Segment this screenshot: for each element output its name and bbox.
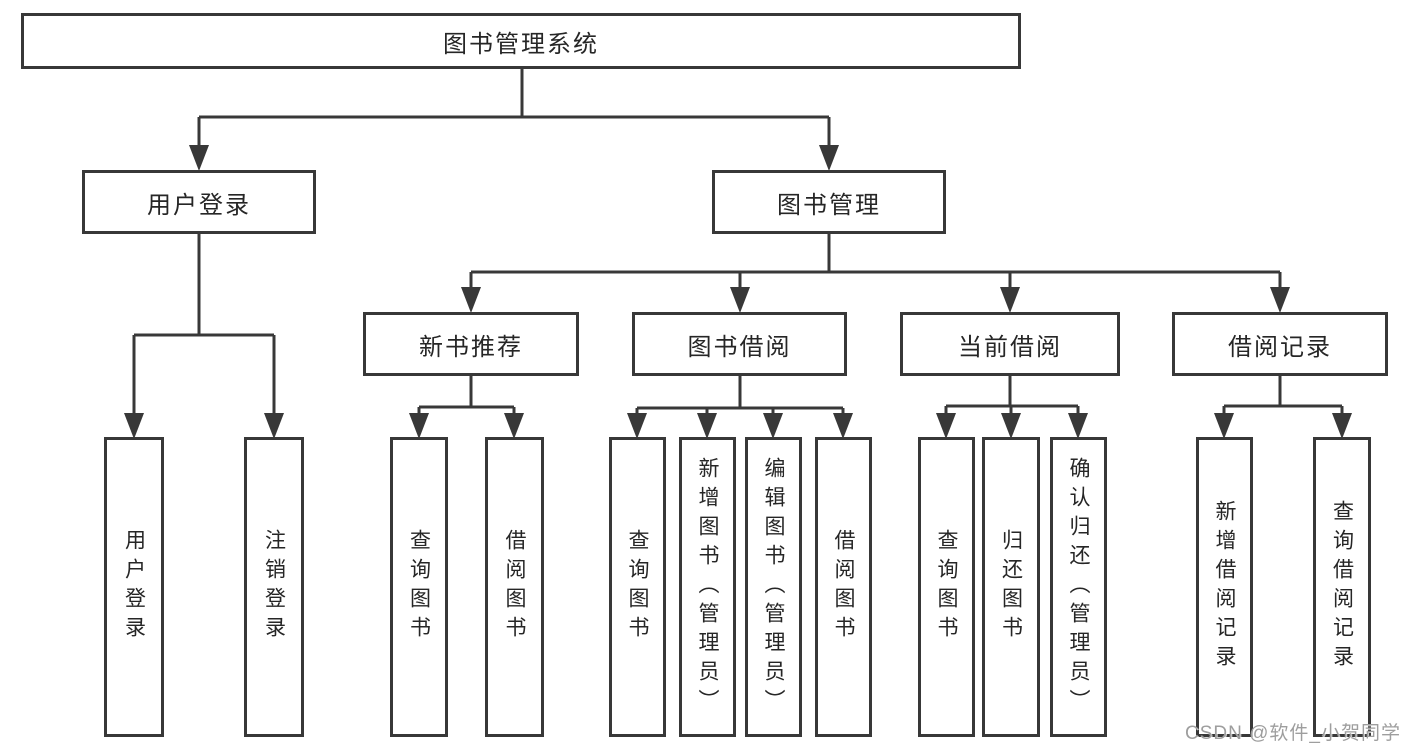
- node-root-label: 图书管理系统: [443, 30, 599, 58]
- arrow-down-icon: [627, 413, 647, 439]
- connector-root: [197, 69, 831, 152]
- leaf-borrow-borrow-label: 借阅图书: [832, 529, 855, 645]
- leaf-current-query: 查询图书: [918, 437, 975, 737]
- node-new-books-label: 新书推荐: [419, 333, 523, 361]
- node-book-mgmt-label: 图书管理: [777, 191, 881, 219]
- leaf-borrow-borrow: 借阅图书: [815, 437, 872, 737]
- arrow-down-icon: [819, 145, 839, 171]
- node-user-login: 用户登录: [82, 170, 316, 234]
- leaf-user-login: 用户登录: [104, 437, 164, 737]
- leaf-current-confirm-label: 确认归还（管理员）: [1067, 456, 1090, 718]
- node-borrow-records: 借阅记录: [1172, 312, 1388, 376]
- node-current-borrow: 当前借阅: [900, 312, 1120, 376]
- node-borrow-records-label: 借阅记录: [1228, 333, 1332, 361]
- leaf-user-login-label: 用户登录: [122, 529, 146, 645]
- leaf-newbooks-query: 查询图书: [390, 437, 448, 737]
- arrow-down-icon: [763, 413, 783, 439]
- leaf-borrow-query: 查询图书: [609, 437, 666, 737]
- connector-new-books: [417, 376, 516, 421]
- arrow-down-icon: [189, 145, 209, 171]
- node-user-login-label: 用户登录: [147, 191, 251, 219]
- arrow-down-icon: [124, 413, 144, 439]
- leaf-newbooks-query-label: 查询图书: [407, 529, 431, 645]
- connector-book-mgmt: [469, 234, 1282, 296]
- leaf-newbooks-borrow: 借阅图书: [485, 437, 544, 737]
- node-book-mgmt: 图书管理: [712, 170, 946, 234]
- leaf-records-add: 新增借阅记录: [1196, 437, 1253, 737]
- leaf-borrow-edit-label: 编辑图书（管理员）: [762, 456, 785, 718]
- arrow-down-icon: [1214, 413, 1234, 439]
- leaf-current-query-label: 查询图书: [935, 529, 958, 645]
- connector-book-borrow: [635, 376, 845, 421]
- arrow-down-icon: [504, 413, 524, 439]
- connector-borrow-records: [1222, 376, 1344, 421]
- leaf-current-confirm: 确认归还（管理员）: [1050, 437, 1107, 737]
- arrow-down-icon: [1000, 287, 1020, 313]
- arrow-down-icon: [936, 413, 956, 439]
- arrow-down-icon: [1332, 413, 1352, 439]
- leaf-borrow-query-label: 查询图书: [626, 529, 649, 645]
- arrow-down-icon: [833, 413, 853, 439]
- arrow-down-icon: [1068, 413, 1088, 439]
- leaf-logout-label: 注销登录: [262, 529, 286, 645]
- leaf-logout: 注销登录: [244, 437, 304, 737]
- leaf-records-query: 查询借阅记录: [1313, 437, 1371, 737]
- arrow-down-icon: [461, 287, 481, 313]
- connector-user-login: [132, 234, 276, 421]
- arrowheads: [124, 145, 1352, 439]
- arrow-down-icon: [1270, 287, 1290, 313]
- leaf-borrow-add: 新增图书（管理员）: [679, 437, 736, 737]
- leaf-records-add-label: 新增借阅记录: [1213, 500, 1236, 674]
- leaf-borrow-edit: 编辑图书（管理员）: [745, 437, 802, 737]
- arrow-down-icon: [264, 413, 284, 439]
- arrow-down-icon: [697, 413, 717, 439]
- node-root: 图书管理系统: [21, 13, 1021, 69]
- arrow-down-icon: [730, 287, 750, 313]
- arrow-down-icon: [1001, 413, 1021, 439]
- leaf-current-return-label: 归还图书: [999, 529, 1023, 645]
- leaf-current-return: 归还图书: [982, 437, 1040, 737]
- node-new-books: 新书推荐: [363, 312, 579, 376]
- csdn-watermark: CSDN @软件_小贺同学: [1185, 723, 1401, 744]
- node-book-borrow-label: 图书借阅: [687, 333, 792, 361]
- leaf-borrow-add-label: 新增图书（管理员）: [696, 456, 719, 718]
- arrow-down-icon: [409, 413, 429, 439]
- leaf-newbooks-borrow-label: 借阅图书: [503, 529, 526, 645]
- node-current-borrow-label: 当前借阅: [958, 333, 1062, 361]
- leaf-records-query-label: 查询借阅记录: [1330, 500, 1354, 674]
- node-book-borrow: 图书借阅: [632, 312, 847, 376]
